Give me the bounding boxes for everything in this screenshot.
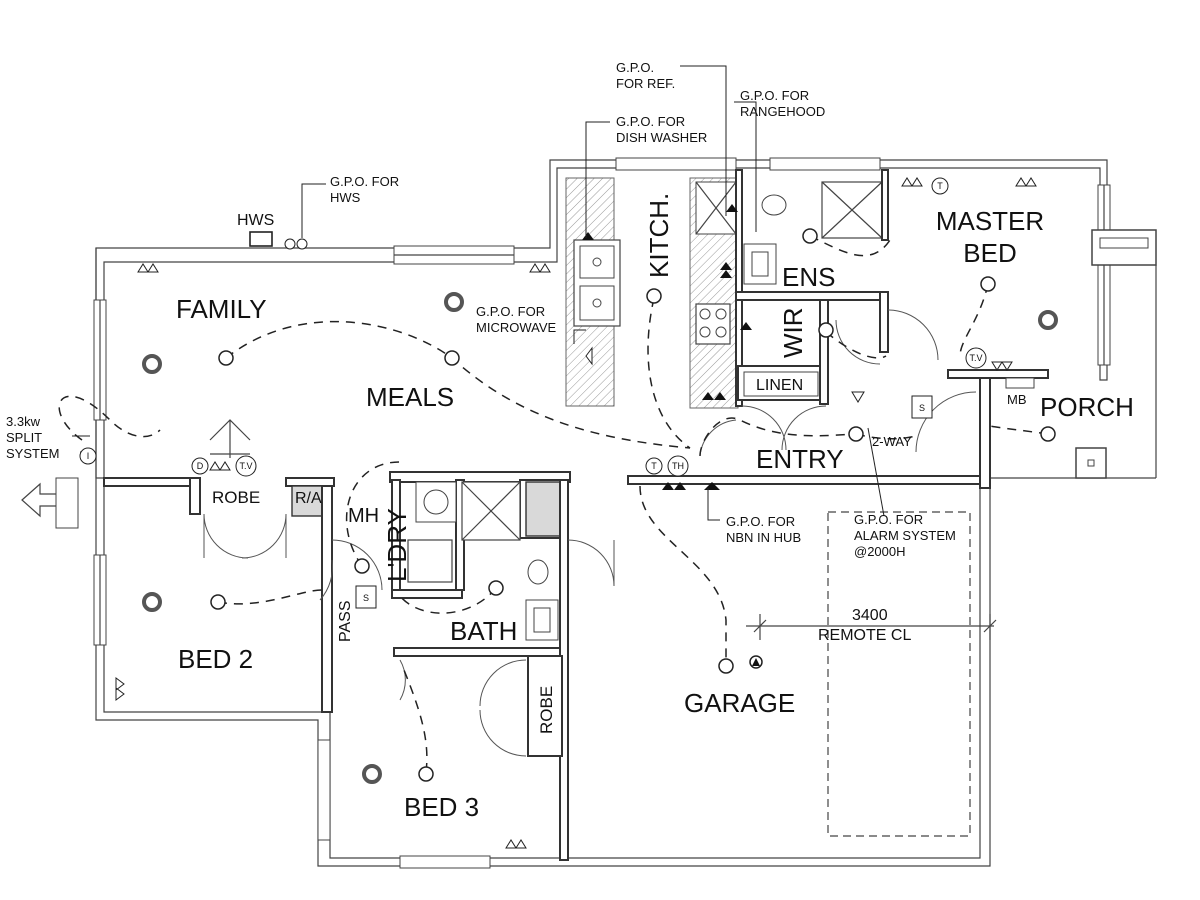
room-label-wir: WIR <box>778 307 808 358</box>
light-point <box>980 276 996 292</box>
light-point <box>354 558 370 574</box>
door-swings <box>203 309 977 757</box>
light-point <box>818 322 834 338</box>
light-point <box>646 288 662 304</box>
dimension-line <box>746 614 997 640</box>
light-point <box>1040 426 1056 442</box>
note-gpo-alarm-1: G.P.O. FOR <box>854 512 923 527</box>
note-gpo-hws-2: HWS <box>330 190 361 205</box>
room-label-mh: MH <box>348 505 379 527</box>
light-point <box>218 350 234 366</box>
note-gpo-range-2: RANGEHOOD <box>740 104 825 119</box>
note-gpo-micro-1: G.P.O. FOR <box>476 304 545 319</box>
note-split-1: 3.3kw <box>6 414 41 429</box>
room-label-bath: BATH <box>450 616 517 646</box>
room-label-ldry: L'DRY <box>382 508 412 582</box>
room-label-hws: HWS <box>237 212 274 229</box>
note-gpo-hws-1: G.P.O. FOR <box>330 174 399 189</box>
room-label-bed3: BED 3 <box>404 792 479 822</box>
outer-walls <box>93 157 1157 869</box>
symbol-s: S <box>363 593 369 603</box>
note-gpo-dish-2: DISH WASHER <box>616 130 707 145</box>
light-points <box>142 228 1058 784</box>
gpo-symbols <box>115 177 1037 849</box>
room-label-ens: ENS <box>782 262 835 292</box>
gpo-filled-symbols <box>582 204 752 490</box>
room-label-linen: LINEN <box>756 377 803 394</box>
note-two-way: 2-WAY <box>872 434 912 449</box>
symbol-t: T <box>651 461 657 471</box>
note-gpo-alarm-3: @2000H <box>854 544 906 559</box>
interior-walls <box>103 169 1049 861</box>
symbol-i: I <box>87 451 90 461</box>
symbol-t: T <box>937 181 943 191</box>
note-gpo-micro-2: MICROWAVE <box>476 320 556 335</box>
room-label-family: FAMILY <box>176 294 267 324</box>
symbol-d: D <box>197 461 204 471</box>
note-gpo-nbn-2: NBN IN HUB <box>726 530 801 545</box>
room-label-meals: MEALS <box>366 382 454 412</box>
note-gpo-dish-1: G.P.O. FOR <box>616 114 685 129</box>
downlight <box>142 592 162 612</box>
light-point <box>210 594 226 610</box>
light-point <box>802 228 818 244</box>
room-label-garage: GARAGE <box>684 688 795 718</box>
note-gpo-nbn-1: G.P.O. FOR <box>726 514 795 529</box>
symbol-tv: T.V <box>969 353 982 363</box>
room-label-robe: ROBE <box>212 488 260 507</box>
dimension-label: REMOTE CL <box>818 627 911 644</box>
note-gpo-ref-1: G.P.O. <box>616 60 654 75</box>
room-label-robe-bed3: ROBE <box>537 686 556 734</box>
room-label-mb: MB <box>1007 392 1027 407</box>
switch-wiring <box>58 235 1049 773</box>
room-label-entry: ENTRY <box>756 444 844 474</box>
light-point <box>444 350 460 366</box>
symbol-markers: D T.V T TH T T.V I S S <box>79 177 987 609</box>
room-label-kitch: KITCH. <box>644 193 674 278</box>
room-label-porch: PORCH <box>1040 392 1134 422</box>
light-point <box>418 766 434 782</box>
light-point <box>848 426 864 442</box>
symbol-tv: T.V <box>239 461 252 471</box>
light-point <box>488 580 504 596</box>
room-label-bed2: BED 2 <box>178 644 253 674</box>
note-split-2: SPLIT <box>6 430 42 445</box>
light-point <box>718 658 734 674</box>
leader-lines <box>72 65 885 521</box>
room-label-pass: PASS <box>337 601 354 643</box>
split-system-symbol <box>21 419 251 529</box>
note-gpo-range-1: G.P.O. FOR <box>740 88 809 103</box>
downlight <box>362 764 382 784</box>
garage-door-outline <box>827 511 971 837</box>
note-gpo-alarm-2: ALARM SYSTEM <box>854 528 956 543</box>
note-gpo-ref-2: FOR REF. <box>616 76 675 91</box>
symbol-th: TH <box>672 461 684 471</box>
symbol-s: S <box>919 403 925 413</box>
downlight <box>142 354 162 374</box>
room-label-ra: R/A <box>295 490 322 507</box>
annotations: G.P.O. FOR REF. G.P.O. FOR DISH WASHER G… <box>6 60 956 644</box>
downlight <box>1038 310 1058 330</box>
note-split-3: SYSTEM <box>6 446 59 461</box>
downlight <box>444 292 464 312</box>
dimension-value: 3400 <box>852 607 888 624</box>
